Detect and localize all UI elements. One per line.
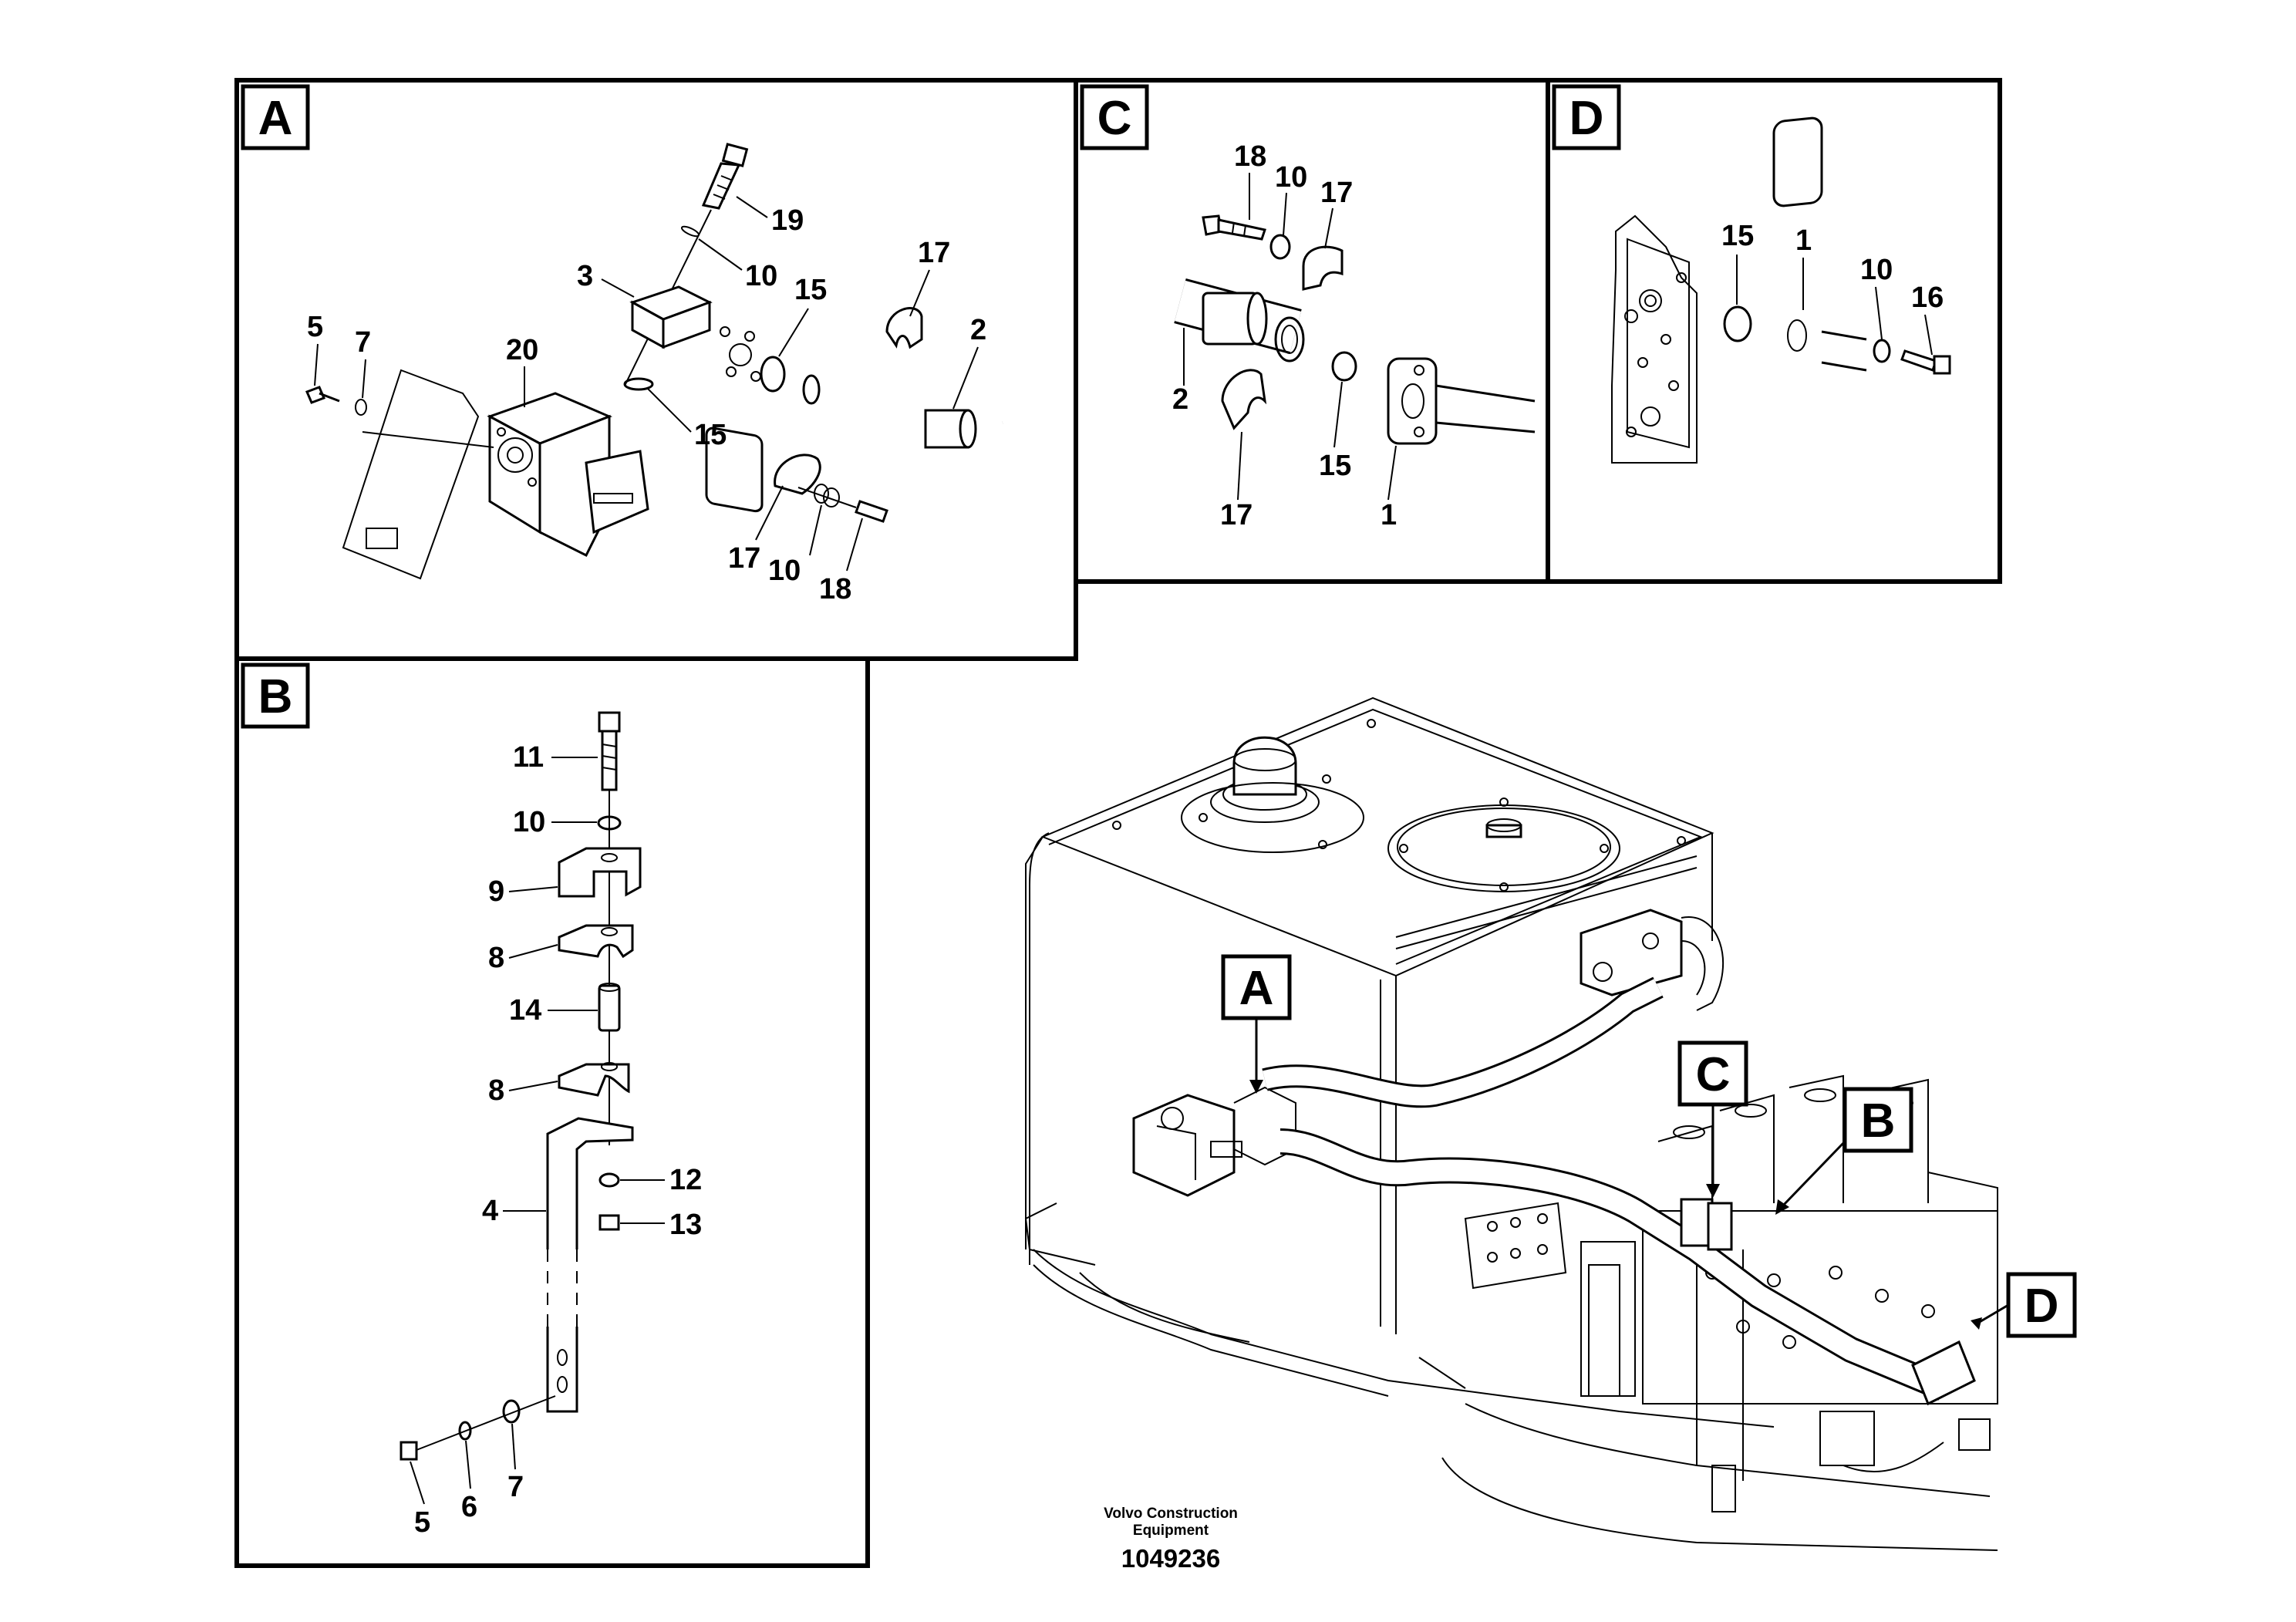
part-label: 16 <box>1911 282 1944 314</box>
panel-d: D 15 1 10 16 <box>1546 78 2002 584</box>
drawing-number: 1049236 <box>1121 1544 1220 1573</box>
part-label: 17 <box>728 542 760 575</box>
part-label: 13 <box>669 1209 702 1241</box>
part-label: 7 <box>355 326 371 359</box>
part-label: 1 <box>1795 224 1812 257</box>
part-label: 14 <box>509 994 541 1027</box>
callout-a-letter: A <box>1239 962 1274 1015</box>
o-ring-15-lower <box>623 377 654 391</box>
part-label: 10 <box>745 260 777 292</box>
pump-20-drawing <box>487 392 649 558</box>
part-label: 17 <box>918 237 950 269</box>
panel-c-letter: C <box>1097 92 1132 145</box>
machine-overview-drawing <box>1024 696 1998 1551</box>
panel-a: A <box>234 78 1078 661</box>
part-label: 18 <box>1234 140 1266 173</box>
callout-d-letter: D <box>2025 1280 2059 1333</box>
part-label: 9 <box>488 875 504 908</box>
callout-b-letter: B <box>1861 1094 1896 1148</box>
hose-2-drawing <box>802 374 1004 449</box>
panel-b-letter: B <box>258 670 293 723</box>
part-label: 15 <box>794 274 827 306</box>
drawing-footer: Volvo Construction Equipment 1049236 <box>1104 1506 1238 1573</box>
part-label: 20 <box>506 334 538 366</box>
part-label: 5 <box>414 1506 430 1539</box>
callout-b: B <box>1775 1087 1913 1215</box>
clamp-17-upper <box>885 307 923 349</box>
callout-a: A <box>1221 954 1292 1094</box>
panel-b: B 11 <box>234 656 870 1568</box>
company-name-line2: Equipment <box>1133 1523 1209 1539</box>
part-label: 18 <box>819 573 851 605</box>
panel-d-letter: D <box>1569 92 1604 145</box>
part-label: 15 <box>694 419 727 451</box>
part-label: 1 <box>1381 499 1397 531</box>
part-label: 12 <box>669 1164 702 1196</box>
callout-c-letter: C <box>1696 1048 1731 1101</box>
part-label: 15 <box>1721 220 1754 252</box>
block-3-drawing <box>629 285 764 513</box>
cover-plate-drawing <box>342 369 480 580</box>
callout-d: D <box>1971 1272 2077 1338</box>
part-label: 17 <box>1220 499 1253 531</box>
part-label: 6 <box>461 1491 477 1523</box>
bolt-19-drawing <box>680 143 749 238</box>
company-name-line1: Volvo Construction <box>1104 1506 1238 1522</box>
part-label: 8 <box>488 942 504 974</box>
part-label: 10 <box>513 806 545 838</box>
part-label: 10 <box>1275 161 1307 194</box>
part-label: 4 <box>482 1195 498 1227</box>
panel-a-letter: A <box>258 92 293 145</box>
o-ring-15 <box>760 356 786 393</box>
part-label: 11 <box>513 741 544 774</box>
part-label: 2 <box>1172 383 1188 416</box>
part-label: 15 <box>1319 450 1351 482</box>
part-label: 7 <box>507 1471 524 1503</box>
part-label: 17 <box>1320 177 1353 209</box>
part-label: 10 <box>1860 254 1893 286</box>
part-label: 19 <box>771 204 804 237</box>
clamp-17-lower <box>774 454 821 495</box>
part-label: 5 <box>307 311 323 343</box>
part-label: 2 <box>970 314 986 346</box>
part-label: 8 <box>488 1074 504 1107</box>
part-label: 10 <box>768 555 801 587</box>
part-label: 3 <box>577 260 593 292</box>
callout-c: C <box>1677 1040 1748 1198</box>
panel-c: C 18 10 17 2 15 <box>1074 78 1550 584</box>
